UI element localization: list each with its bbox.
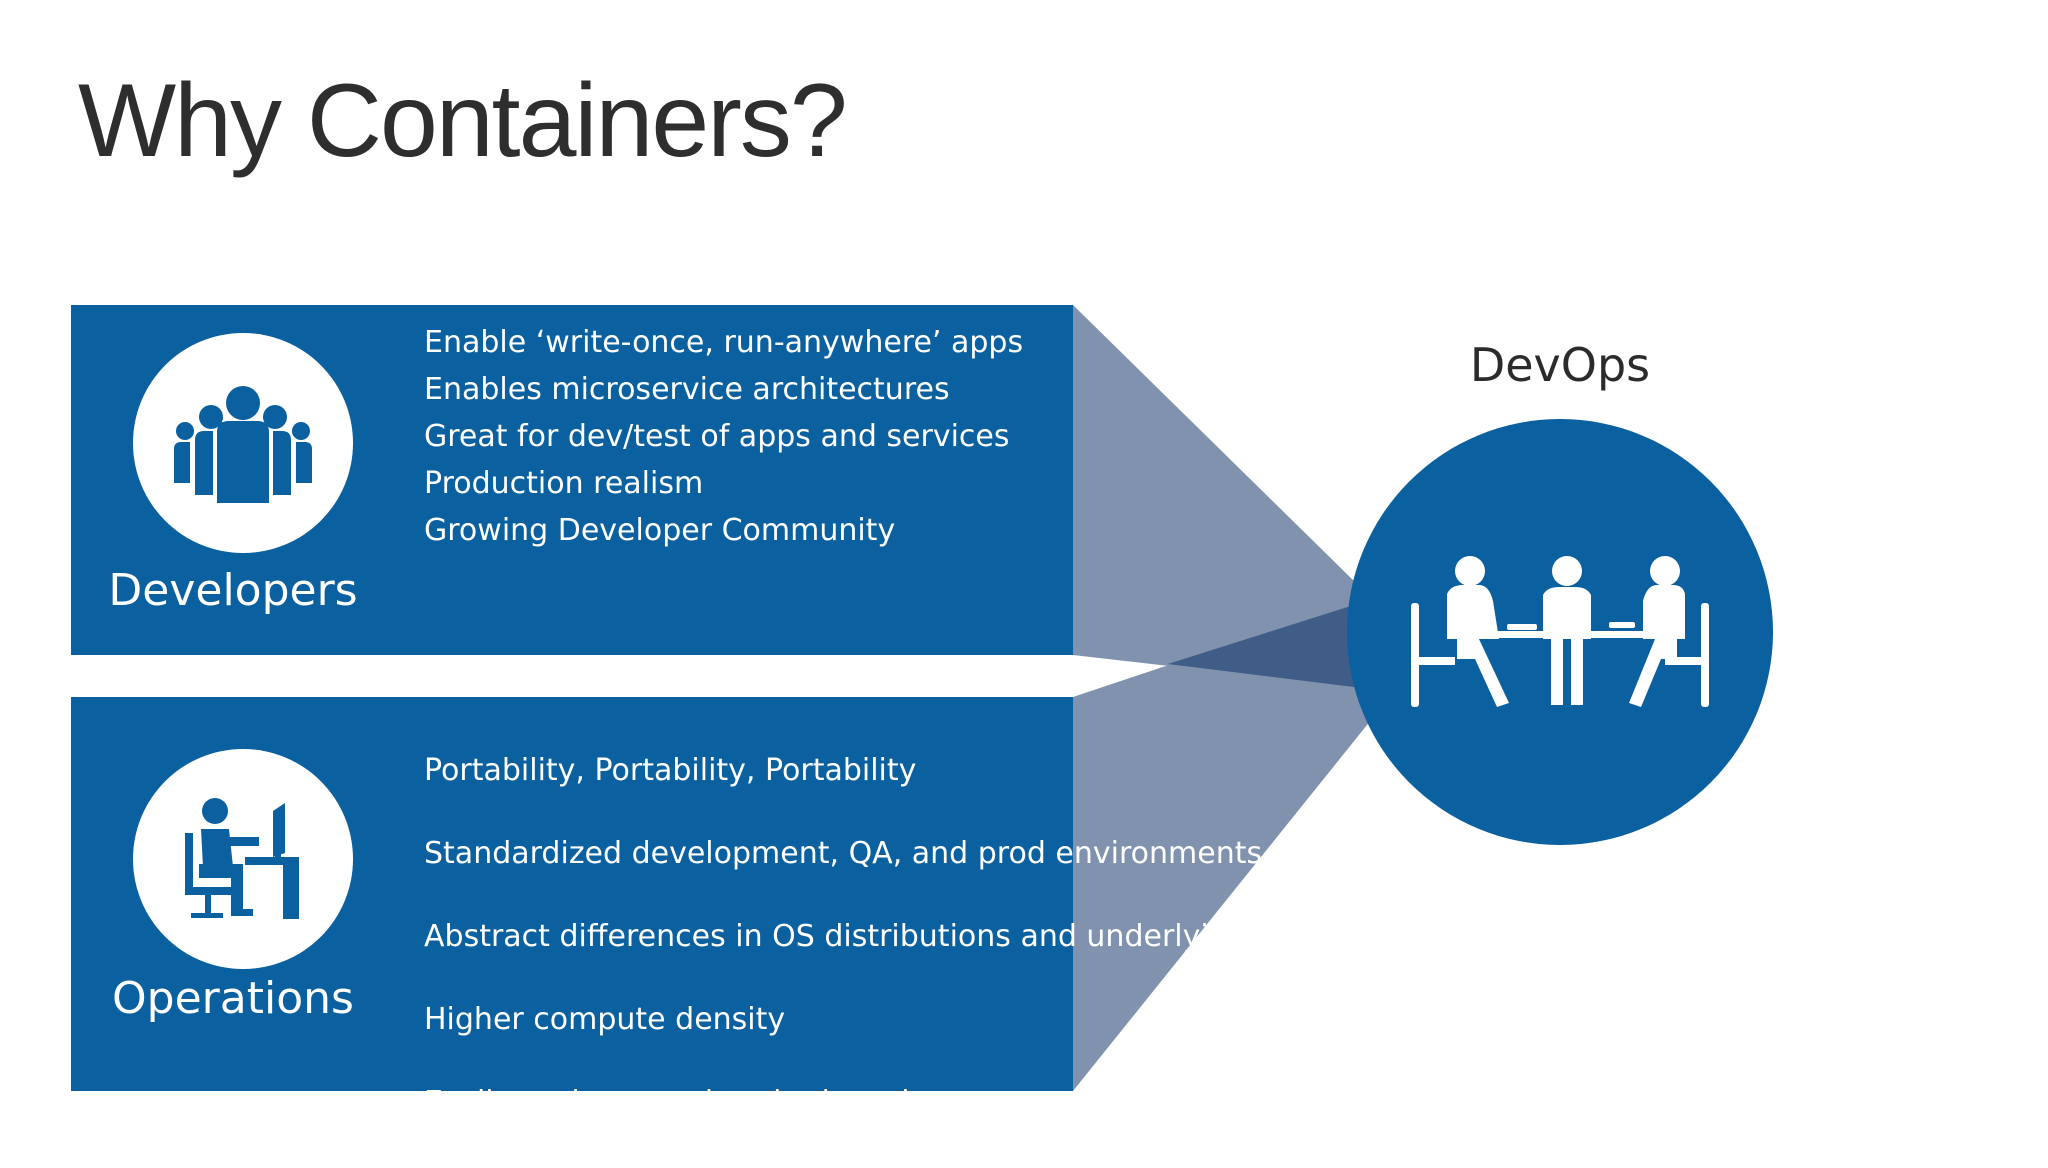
operations-badge — [133, 749, 353, 969]
operations-benefits-list: Portability, Portability, Portability St… — [424, 717, 1502, 1168]
operations-panel: Operations Portability, Portability, Por… — [71, 697, 1502, 1120]
connector-overlap — [1168, 604, 1362, 688]
developers-panel: Developers Enable ‘write-once, run-anywh… — [71, 305, 1073, 655]
developers-badge — [133, 333, 353, 553]
list-item: Great for dev/test of apps and services — [424, 419, 1010, 454]
meeting-table-icon — [1411, 556, 1709, 707]
list-item: Enable ‘write-once, run-anywhere’ apps — [424, 325, 1024, 360]
list-item: Standardized development, QA, and prod e… — [424, 836, 1263, 871]
operations-connector — [1073, 602, 1375, 1091]
list-item: Abstract differences in OS distributions… — [424, 919, 1462, 954]
developers-benefits-list: Enable ‘write-once, run-anywhere’ apps E… — [424, 325, 1023, 560]
list-item: Production realism — [424, 466, 704, 501]
list-item: Portability, Portability, Portability — [424, 753, 917, 788]
person-at-desk-computer-icon — [185, 798, 299, 919]
slide-title: Why Containers? — [78, 63, 848, 179]
list-item: Enables microservice architectures — [424, 372, 950, 407]
list-item: Higher compute density — [424, 1002, 786, 1037]
devops-circle — [1347, 419, 1773, 845]
operations-label: Operations — [112, 973, 354, 1024]
list-item: Easily scale-up and scale-down in respon… — [424, 1085, 1503, 1120]
list-item: Growing Developer Community — [424, 513, 896, 548]
developers-connector — [1073, 305, 1362, 688]
devops-label: DevOps — [1469, 338, 1651, 392]
developers-label: Developers — [108, 565, 358, 616]
group-of-people-icon — [174, 386, 312, 503]
